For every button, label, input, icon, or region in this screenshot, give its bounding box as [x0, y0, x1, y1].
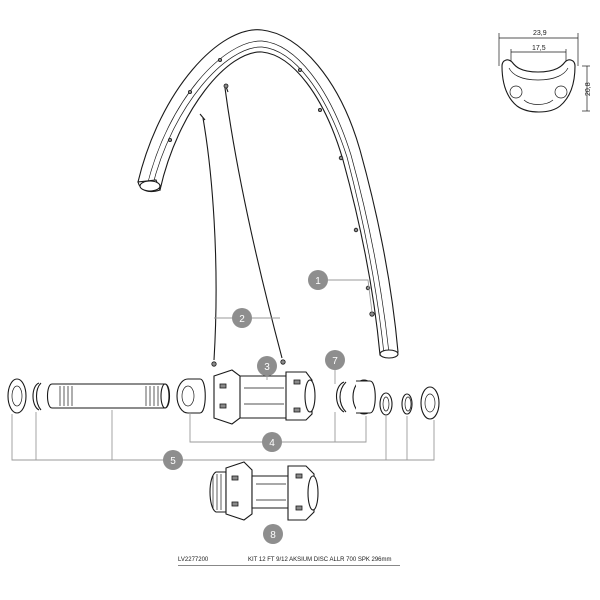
part-description: KIT 12 FT 9/12 AKSIUM DISC ALLR 700 SPK … [248, 557, 392, 563]
rim-profile-detail: 23,9 17,5 20,8 [498, 30, 592, 113]
svg-text:1: 1 [315, 276, 321, 287]
callout-3: 3 [257, 356, 277, 376]
svg-text:8: 8 [270, 530, 276, 541]
callout-5: 5 [163, 450, 183, 470]
hub-assembly [7, 369, 440, 425]
callout-2: 2 [232, 308, 252, 328]
svg-text:4: 4 [269, 438, 275, 449]
profile-outer-width: 23,9 [533, 30, 547, 37]
svg-text:2: 2 [239, 314, 245, 325]
svg-text:7: 7 [332, 356, 338, 367]
callout-7: 7 [325, 350, 345, 370]
profile-inner-width: 17,5 [532, 45, 546, 52]
rear-hub-complete [209, 461, 319, 521]
svg-text:3: 3 [264, 362, 270, 373]
part-caption: LV2277200 KIT 12 FT 9/12 AKSIUM DISC ALL… [178, 557, 418, 567]
callout-8: 8 [263, 524, 283, 544]
part-reference: LV2277200 [178, 557, 209, 563]
spokes [199, 83, 286, 367]
callout-1: 1 [308, 270, 328, 290]
profile-height: 20,8 [585, 82, 592, 96]
rim [137, 29, 399, 359]
svg-text:5: 5 [170, 456, 176, 467]
callout-4: 4 [262, 432, 282, 452]
caption-divider [178, 565, 400, 566]
